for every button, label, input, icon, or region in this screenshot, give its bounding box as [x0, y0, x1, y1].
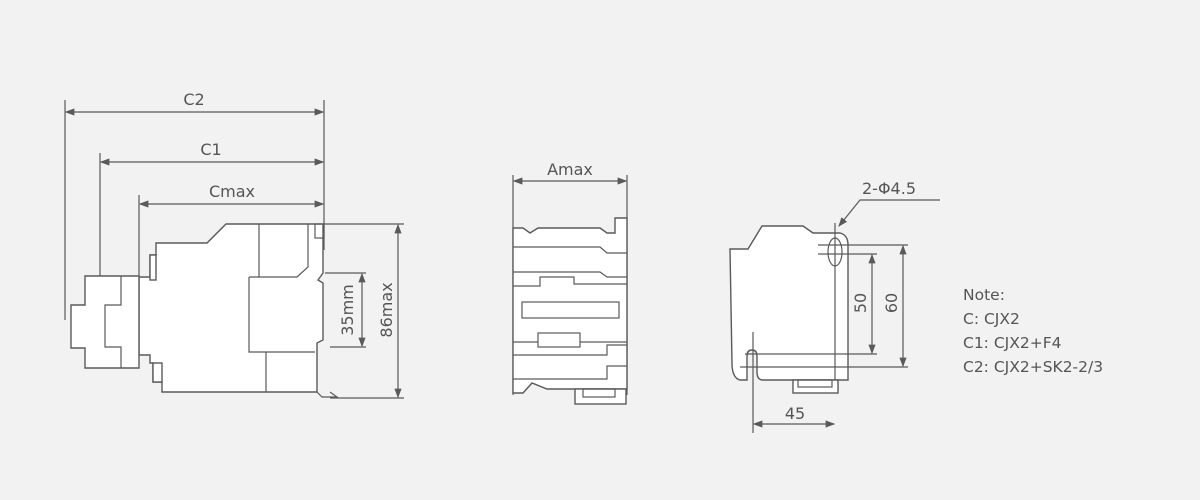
cmax-label: Cmax [209, 182, 255, 201]
dim-45-label: 45 [785, 404, 805, 423]
note-line: C2: CJX2+SK2-2/3 [963, 358, 1104, 376]
note-line: C: CJX2 [963, 310, 1020, 328]
side-view: C2 C1 Cmax 35mm 86max [64, 90, 404, 399]
c1-label: C1 [200, 140, 221, 159]
dim-60-label: 60 [882, 293, 901, 313]
hole-leader [838, 199, 940, 227]
hole-label: 2-Φ4.5 [862, 179, 916, 198]
c2-label: C2 [183, 90, 204, 109]
note-block: Note: C: CJX2 C1: CJX2+F4 C2: CJX2+SK2-2… [963, 283, 1103, 379]
amax-label: Amax [547, 160, 593, 179]
rail-label: 35mm [338, 284, 357, 336]
height-label: 86max [377, 282, 396, 337]
mounting-base [729, 225, 849, 381]
contactor-body [138, 223, 324, 393]
front-view: Amax [512, 160, 628, 405]
note-line: C1: CJX2+F4 [963, 334, 1062, 352]
dim-50-label: 50 [851, 293, 870, 313]
note-title: Note: [963, 286, 1005, 304]
mounting-view: 50 60 45 2-Φ4.5 [729, 179, 940, 433]
